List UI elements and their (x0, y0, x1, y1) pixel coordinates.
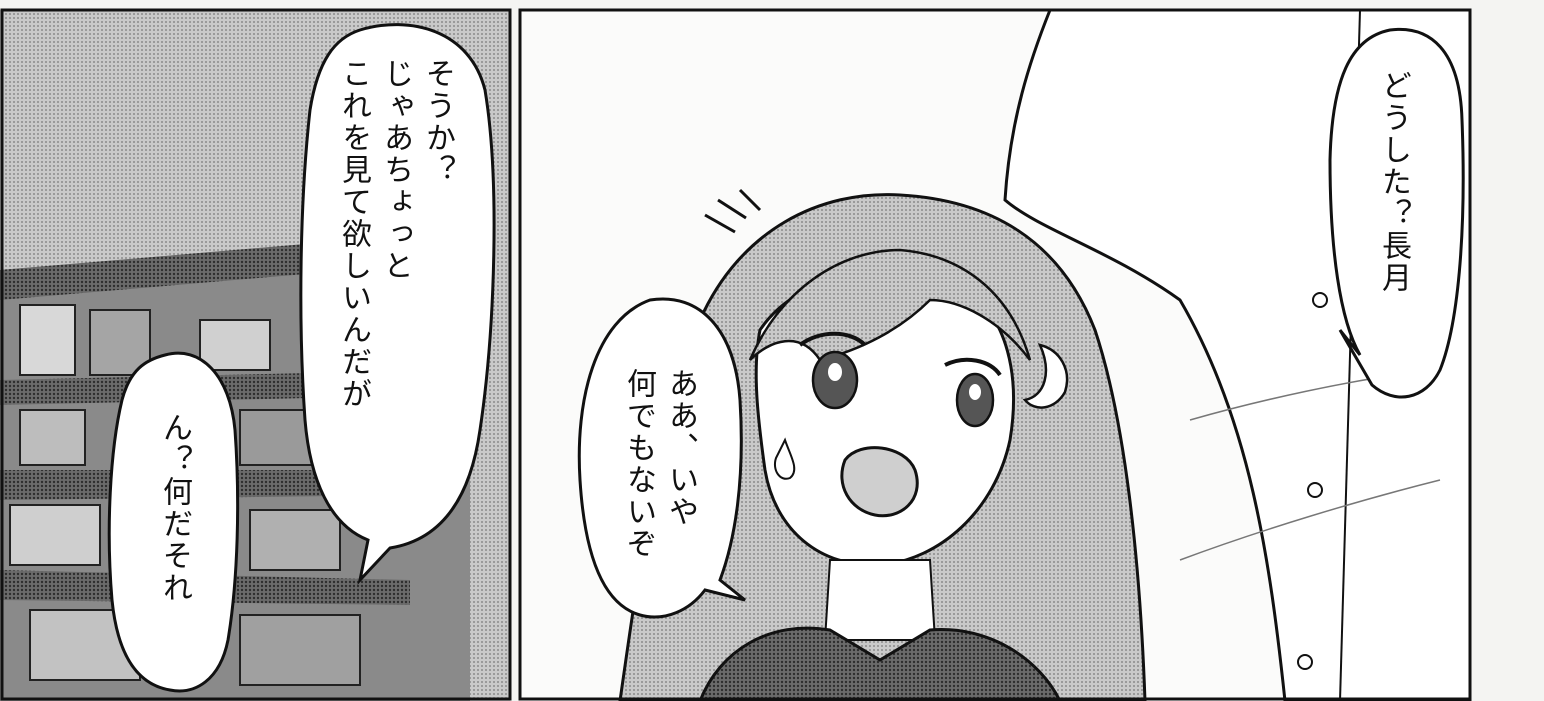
bubble-right-2-line-2: 何でもないぞ (621, 368, 656, 560)
bubble-left-1-line-1: そうか？ (420, 58, 455, 186)
bubble-left-1-line-3: これを見て欲しいんだが (336, 58, 371, 410)
bubble-left-1-line-2: じゃあちょっと (378, 58, 413, 282)
bubble-left-2-line-1: ん？何だそれ (157, 412, 192, 604)
bubble-right-1-line-1: どうした？長月 (1376, 70, 1411, 294)
bubble-right-2-text: ああ、いや 何でもないぞ (617, 368, 701, 598)
speech-bubble-right-2 (577, 297, 746, 619)
speech-bubble-right-1 (1328, 27, 1465, 399)
right-panel (518, 8, 1472, 701)
bubble-left-2-text: ん？何だそれ (153, 412, 195, 672)
speech-bubble-left-2 (107, 351, 240, 693)
speech-bubble-left-1 (299, 23, 496, 585)
bubble-right-1-text: どうした？長月 (1372, 70, 1414, 370)
girl-character (618, 188, 1147, 701)
bubble-right-2-line-1: ああ、いや (663, 368, 698, 528)
bubble-left-1-text: そうか？ じゃあちょっと これを見て欲しいんだが (332, 58, 458, 538)
left-panel (0, 8, 512, 701)
